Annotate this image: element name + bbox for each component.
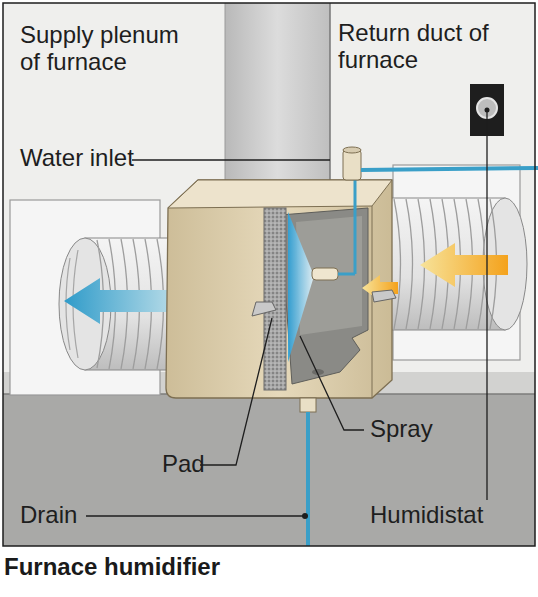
return-air-arrow	[420, 243, 508, 287]
left-clip	[252, 302, 276, 316]
humidifier-housing-path	[168, 180, 392, 208]
drain-leader-dot	[302, 513, 308, 519]
evaporator-pad	[264, 208, 286, 390]
part-label: Drain	[20, 502, 120, 529]
figure-title: Furnace humidifier	[4, 553, 220, 581]
background	[3, 3, 535, 546]
humidifier-housing	[166, 180, 398, 398]
internal-water-line	[354, 180, 357, 274]
pad-leader	[200, 318, 272, 465]
humidifier-housing-line	[372, 206, 373, 398]
leader-lines	[86, 110, 487, 516]
nozzle-feed	[338, 273, 355, 276]
humidistat-leader	[486, 110, 487, 500]
part-label: Humidistat	[370, 502, 530, 529]
inner-air-arrow	[362, 275, 398, 301]
humidistat-leader-dot	[485, 108, 490, 113]
humidifier-housing-path	[166, 180, 392, 398]
drain-fitting	[300, 398, 316, 412]
wall-band	[3, 394, 535, 546]
left-flex-duct	[59, 238, 180, 370]
water-supply-pipe	[361, 168, 538, 170]
right-flex-duct	[370, 198, 527, 330]
fitting-top	[343, 147, 361, 153]
spray-leader	[300, 336, 364, 430]
region-label: Return duct of furnace	[338, 20, 513, 74]
drain-leader	[86, 515, 305, 516]
supply-air-arrow	[64, 278, 175, 324]
water-inlet-leader	[132, 159, 330, 160]
drain-pipe	[306, 412, 310, 546]
spray-nozzle	[312, 268, 338, 280]
right-clip	[372, 290, 396, 302]
water-inlet-fitting	[343, 150, 361, 180]
part-label: Water inlet	[20, 145, 220, 172]
region-label: Supply plenum of furnace	[20, 22, 205, 76]
frame-border	[3, 3, 535, 546]
part-label: Pad	[162, 451, 242, 478]
part-label: Spray	[370, 416, 490, 443]
